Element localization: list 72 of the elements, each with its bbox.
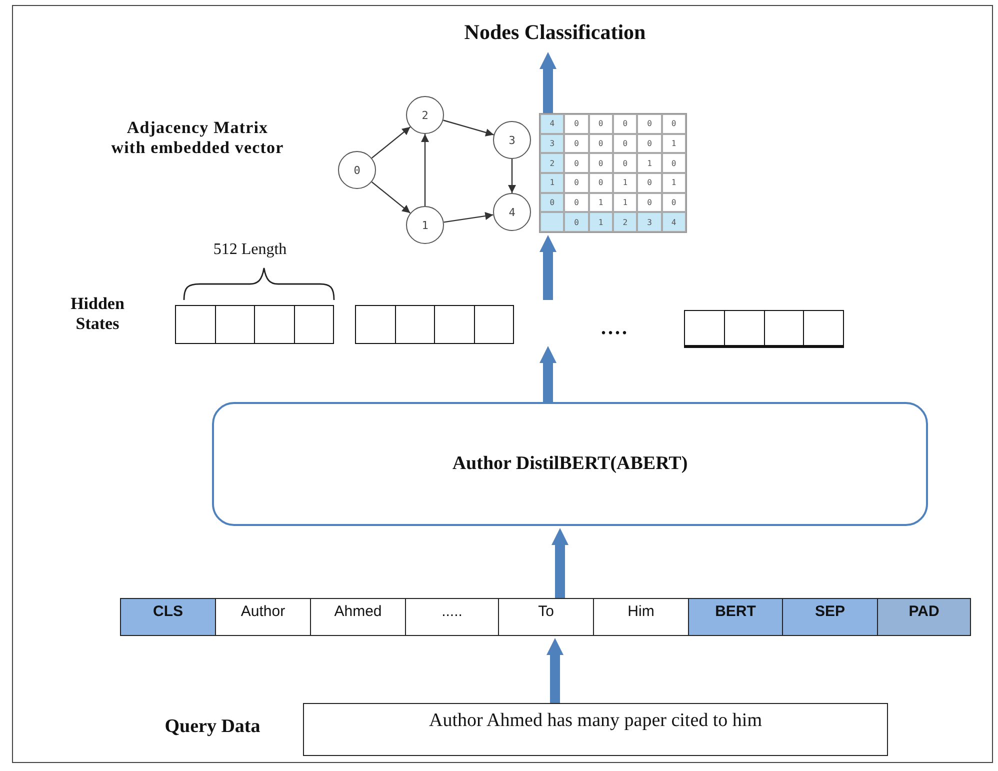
token-cell: Ahmed [310,598,406,636]
matrix-cell: 0 [613,134,638,154]
matrix-cell: 0 [637,114,662,134]
matrix-cell: 3 [637,212,662,232]
hidden-state-vector [355,305,514,344]
matrix-caption: Adjacency Matrix with embedded vector [110,118,285,159]
matrix-cell: 0 [540,192,564,212]
arrow [508,159,516,193]
block-arrow [546,638,564,703]
arrow [444,212,494,223]
token-cell: SEP [782,598,878,636]
matrix-cell: 0 [564,134,589,154]
matrix-cell: 0 [613,114,638,134]
matrix-cell: 3 [540,134,564,154]
matrix-cell: 0 [564,192,589,212]
matrix-cell: 0 [637,134,662,154]
matrix-cell: 0 [662,153,686,173]
block-arrow [540,346,556,402]
token-cell: To [498,598,594,636]
query-box: Author Ahmed has many paper cited to him [303,703,888,756]
matrix-cell: 4 [540,114,564,134]
model-box: Author DistilBERT(ABERT) [212,402,928,526]
hidden-state-vector [684,310,844,348]
token-cell: Author [215,598,311,636]
matrix-cell: 1 [540,172,564,193]
token-cell: BERT [688,598,783,636]
matrix-cell: 0 [564,153,589,173]
matrix-cell: 1 [588,212,613,232]
matrix-cell: 0 [564,172,589,193]
arrow [421,134,429,206]
matrix-cell: 1 [637,153,662,173]
arrow [443,120,494,136]
matrix-cell: 0 [588,153,613,173]
matrix-cell: 1 [662,172,686,193]
matrix-cell: 0 [662,114,686,134]
matrix-cell: 2 [613,212,638,232]
output-title: Nodes Classification [420,20,690,50]
block-arrow [540,52,556,113]
input-label: Query Data [164,716,262,739]
hidden-state-vector [175,305,334,344]
token-cell: PAD [877,598,971,636]
matrix-cell: 0 [564,114,589,134]
adjacency-matrix [539,113,687,233]
ellipsis: .... [600,316,630,340]
matrix-cell: 0 [637,192,662,212]
arrow [371,181,411,214]
matrix-cell: 1 [613,172,638,193]
length-label: 512 Length [212,240,288,260]
block-arrow [540,235,556,300]
graph-node: 1 [406,206,444,244]
matrix-cell: 0 [637,172,662,193]
matrix-cell: 0 [662,192,686,212]
token-cell: Him [593,598,689,636]
matrix-cell: 0 [588,114,613,134]
graph-node: 2 [406,96,444,134]
matrix-cell: 4 [662,212,686,232]
matrix-cell: 1 [588,192,613,212]
block-arrow [552,528,568,598]
row-label: Hidden States [70,294,126,335]
token-cell: ..... [405,598,499,636]
matrix-cell: 0 [613,153,638,173]
matrix-cell: 0 [564,212,589,232]
matrix-cell: 1 [613,192,638,212]
graph-node: 0 [338,151,376,189]
graph-node: 4 [493,193,531,231]
graph-node: 3 [493,121,531,159]
arrow [371,126,411,159]
matrix-cell: 0 [588,134,613,154]
matrix-cell: 0 [588,172,613,193]
token-cell: CLS [120,598,216,636]
matrix-cell: 1 [662,134,686,154]
matrix-cell: 2 [540,153,564,173]
